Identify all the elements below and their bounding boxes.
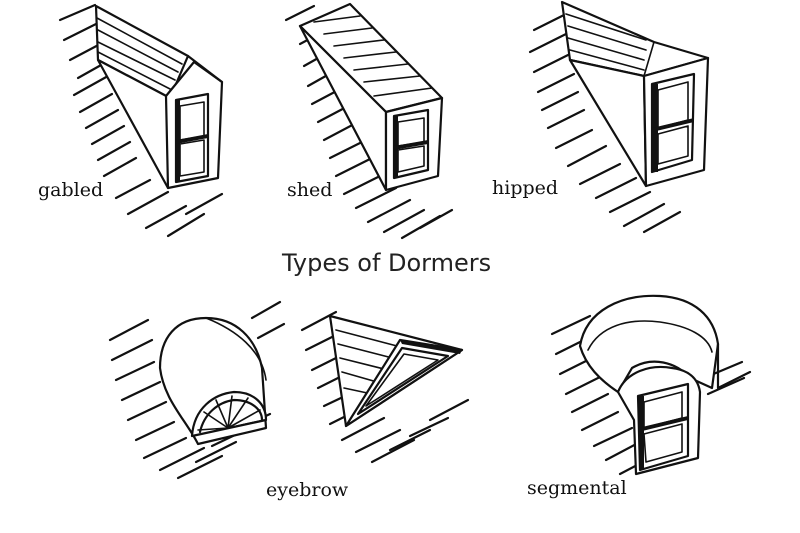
label-hipped: hipped bbox=[492, 177, 558, 199]
hipped-dormer bbox=[528, 0, 710, 234]
segmental-dormer bbox=[550, 294, 752, 476]
label-eyebrow: eyebrow bbox=[266, 479, 349, 501]
gabled-dormer bbox=[58, 3, 224, 238]
label-gabled: gabled bbox=[38, 179, 103, 201]
shed-dormer bbox=[284, 2, 454, 240]
triangular-dormer bbox=[300, 310, 470, 464]
label-segmental: segmental bbox=[527, 477, 627, 499]
eyebrow-dormer bbox=[108, 300, 286, 480]
label-shed: shed bbox=[287, 179, 332, 201]
diagram-title: Types of Dormers bbox=[281, 249, 491, 277]
